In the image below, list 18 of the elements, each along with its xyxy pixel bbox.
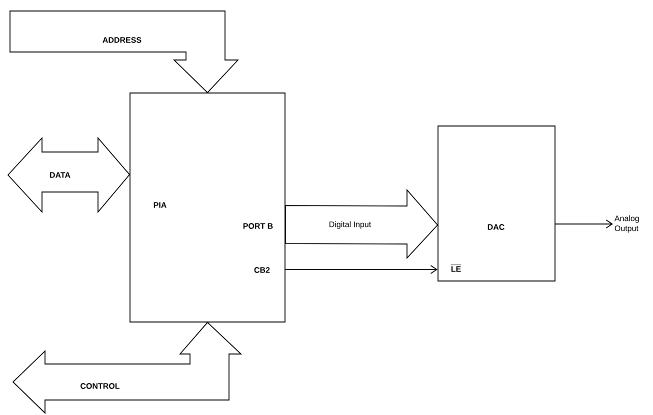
edge-label: CONTROL bbox=[79, 382, 121, 390]
chip-label: DAC bbox=[488, 224, 504, 230]
signal-label: Analog Output bbox=[614, 215, 639, 233]
block-box bbox=[438, 126, 556, 282]
bus-arrow bbox=[10, 10, 240, 94]
edge-label: ADDRESS bbox=[101, 36, 143, 44]
arrow bbox=[555, 220, 613, 228]
arrow bbox=[285, 265, 438, 274]
pin-label: PORT B bbox=[243, 223, 273, 229]
pin-label: CB2 bbox=[254, 267, 270, 273]
block-box bbox=[130, 92, 286, 322]
edge-label: DATA bbox=[48, 171, 72, 179]
chip-label: PIA bbox=[154, 202, 166, 208]
pin-label: LE bbox=[450, 264, 462, 272]
bus-arrow bbox=[7, 136, 130, 214]
edge-label: Digital Input bbox=[328, 220, 372, 230]
bus-arrow bbox=[12, 322, 242, 414]
bus-arrow bbox=[285, 188, 438, 260]
